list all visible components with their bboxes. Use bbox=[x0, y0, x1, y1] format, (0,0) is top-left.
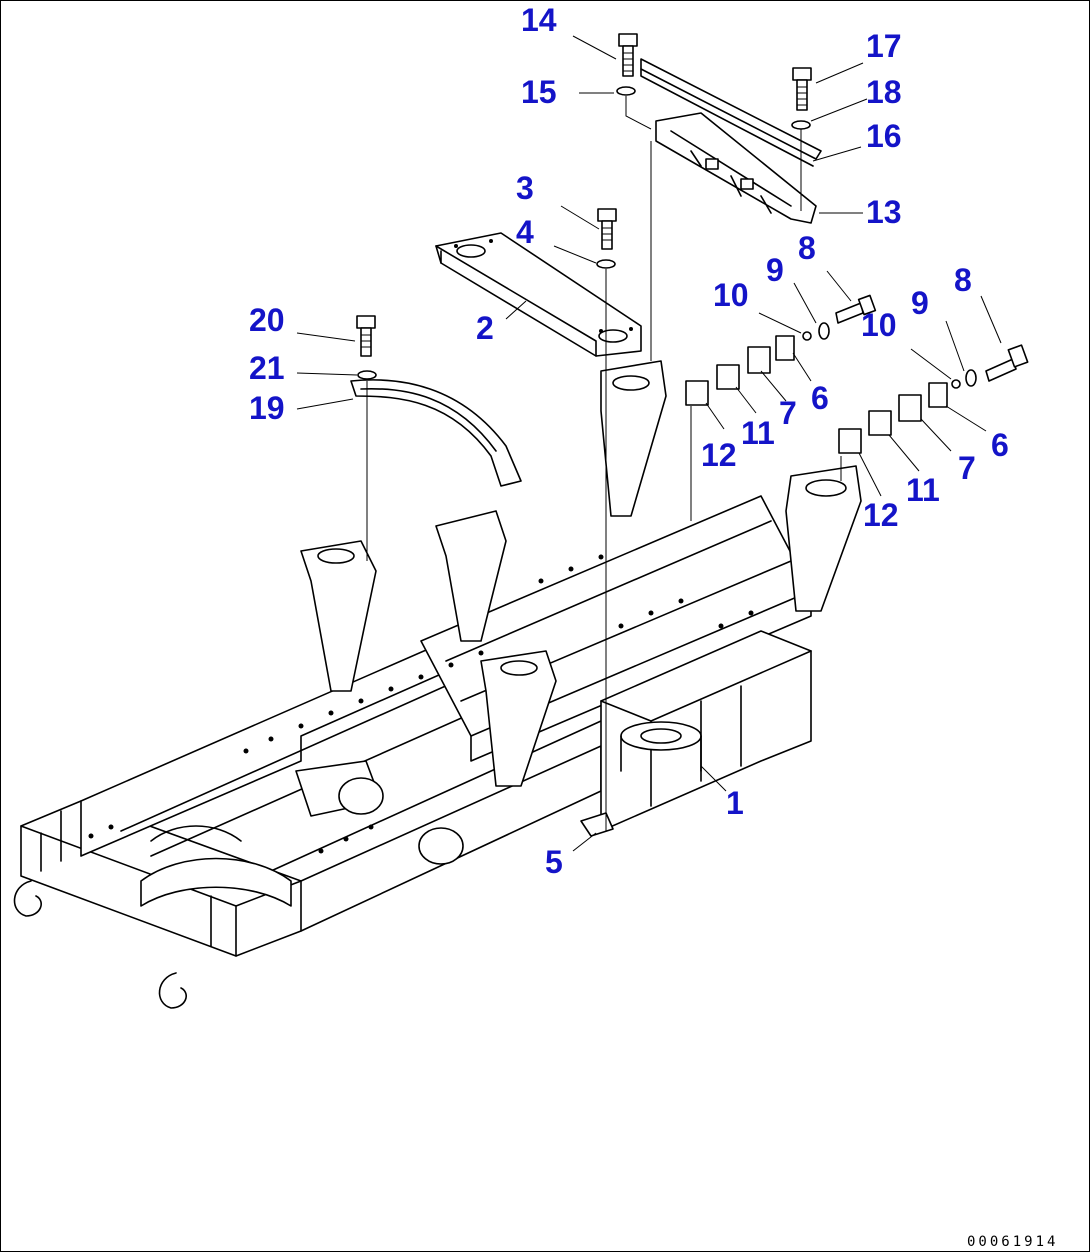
callout-7-upper: 7 bbox=[779, 395, 797, 431]
callout-6-upper: 6 bbox=[811, 380, 829, 416]
bolt-3 bbox=[597, 208, 617, 250]
washer-15 bbox=[616, 86, 636, 96]
callout-17: 17 bbox=[866, 28, 902, 64]
washer-9-upper bbox=[818, 322, 830, 340]
callout-13: 13 bbox=[866, 194, 902, 230]
callout-2: 2 bbox=[476, 310, 494, 346]
washer-21 bbox=[357, 370, 377, 380]
washer-10-upper bbox=[802, 331, 812, 341]
callout-12-upper: 12 bbox=[701, 437, 737, 473]
bolt-20 bbox=[356, 315, 376, 357]
callout-14: 14 bbox=[521, 2, 557, 38]
shims-lower bbox=[838, 382, 948, 454]
callout-8-upper: 8 bbox=[798, 230, 816, 266]
bolt-14 bbox=[618, 33, 638, 77]
callout-8-lower: 8 bbox=[954, 262, 972, 298]
callout-10-upper: 10 bbox=[713, 277, 749, 313]
main-frame bbox=[13, 360, 862, 1009]
washer-9-lower bbox=[965, 369, 977, 387]
washer-18 bbox=[791, 120, 811, 130]
shims-upper bbox=[685, 335, 795, 406]
bolt-17 bbox=[792, 67, 812, 111]
callout-20: 20 bbox=[249, 302, 285, 338]
callout-11-upper: 11 bbox=[741, 415, 775, 451]
callout-3: 3 bbox=[516, 170, 534, 206]
callout-7-lower: 7 bbox=[958, 450, 976, 486]
callout-21: 21 bbox=[249, 350, 285, 386]
callout-9-lower: 9 bbox=[911, 285, 929, 321]
small-bracket-5 bbox=[580, 812, 614, 837]
washer-4 bbox=[596, 259, 616, 269]
callout-9-upper: 9 bbox=[766, 252, 784, 288]
callout-6-lower: 6 bbox=[991, 427, 1009, 463]
top-rail-bracket bbox=[640, 58, 822, 224]
washer-10-lower bbox=[951, 379, 961, 389]
bolt-8-upper bbox=[835, 294, 877, 324]
assembly-lines bbox=[366, 96, 842, 831]
callout-18: 18 bbox=[866, 74, 902, 110]
callout-11-lower: 11 bbox=[906, 472, 940, 508]
callout-5: 5 bbox=[545, 844, 563, 880]
callout-12-lower: 12 bbox=[863, 497, 899, 533]
callout-19: 19 bbox=[249, 390, 285, 426]
cross-plate bbox=[435, 232, 642, 357]
leader-lines bbox=[296, 35, 1002, 852]
curved-strap bbox=[350, 379, 522, 487]
bolt-8-lower bbox=[985, 344, 1029, 382]
callout-4: 4 bbox=[516, 214, 534, 250]
callout-10-lower: 10 bbox=[861, 307, 897, 343]
callout-1: 1 bbox=[726, 785, 744, 821]
callout-15: 15 bbox=[521, 74, 557, 110]
drawing-id: 00061914 bbox=[967, 1234, 1058, 1250]
callout-16: 16 bbox=[866, 118, 902, 154]
